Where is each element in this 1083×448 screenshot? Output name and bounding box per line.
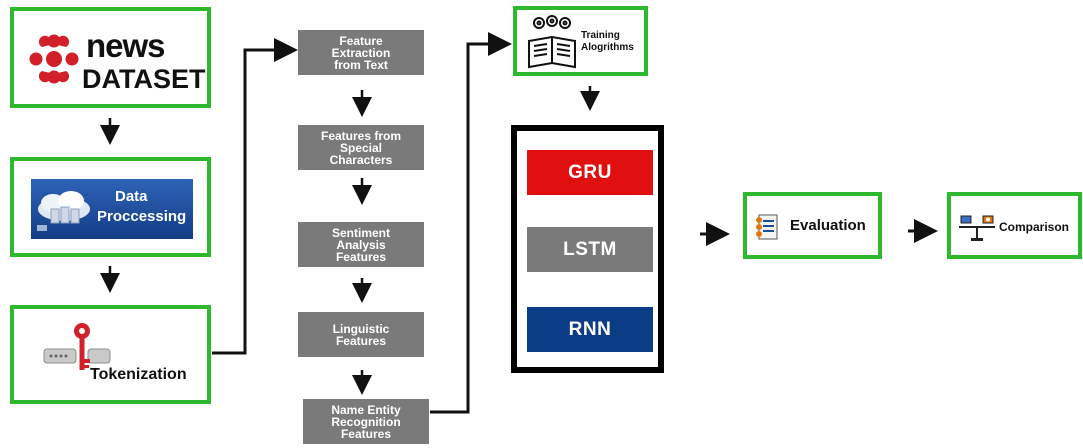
models-panel: GRU LSTM RNN xyxy=(511,125,664,373)
lstm-box: LSTM xyxy=(527,227,653,272)
key-icon xyxy=(43,323,111,370)
comparison-label: Comparison xyxy=(999,220,1070,234)
named-entity-box: Name Entity Recognition Features xyxy=(303,399,429,444)
data-processing-panel: Data Proccessing xyxy=(31,179,193,239)
dataset-logo-word: DATASET xyxy=(82,64,206,94)
data-processing-box: Data Proccessing xyxy=(10,157,211,257)
comparison-scale-icon xyxy=(959,215,995,241)
cloud-server-icon xyxy=(37,191,90,231)
gru-box: GRU xyxy=(527,150,653,195)
tokenization-label: Tokenization xyxy=(90,366,187,383)
news-dataset-box: news DATASET xyxy=(10,7,211,108)
special-characters-box: Features from Special Characters xyxy=(298,125,424,170)
arrow-features-to-training xyxy=(430,32,512,414)
tokenization-box: Tokenization xyxy=(10,305,211,404)
linguistic-features-box: Linguistic Features xyxy=(298,312,424,357)
training-algorithms-label: Training Alogrithms xyxy=(581,30,634,53)
evaluation-checklist-icon xyxy=(756,214,778,240)
news-logo-word: news xyxy=(86,27,166,64)
comparison-box: Comparison xyxy=(947,192,1082,259)
cbc-logo-icon xyxy=(29,34,79,84)
feature-extraction-box: Feature Extraction from Text xyxy=(298,30,424,75)
data-processing-line1: Data xyxy=(115,188,148,205)
sentiment-analysis-box: Sentiment Analysis Features xyxy=(298,222,424,267)
evaluation-label: Evaluation xyxy=(790,217,866,234)
evaluation-box: Evaluation xyxy=(743,192,882,259)
rnn-box: RNN xyxy=(527,307,653,352)
training-algorithms-box: Training Alogrithms xyxy=(513,6,648,76)
gears-book-icon xyxy=(528,15,576,69)
data-processing-line2: Proccessing xyxy=(97,208,187,225)
arrow-tokenization-to-features xyxy=(212,38,298,355)
